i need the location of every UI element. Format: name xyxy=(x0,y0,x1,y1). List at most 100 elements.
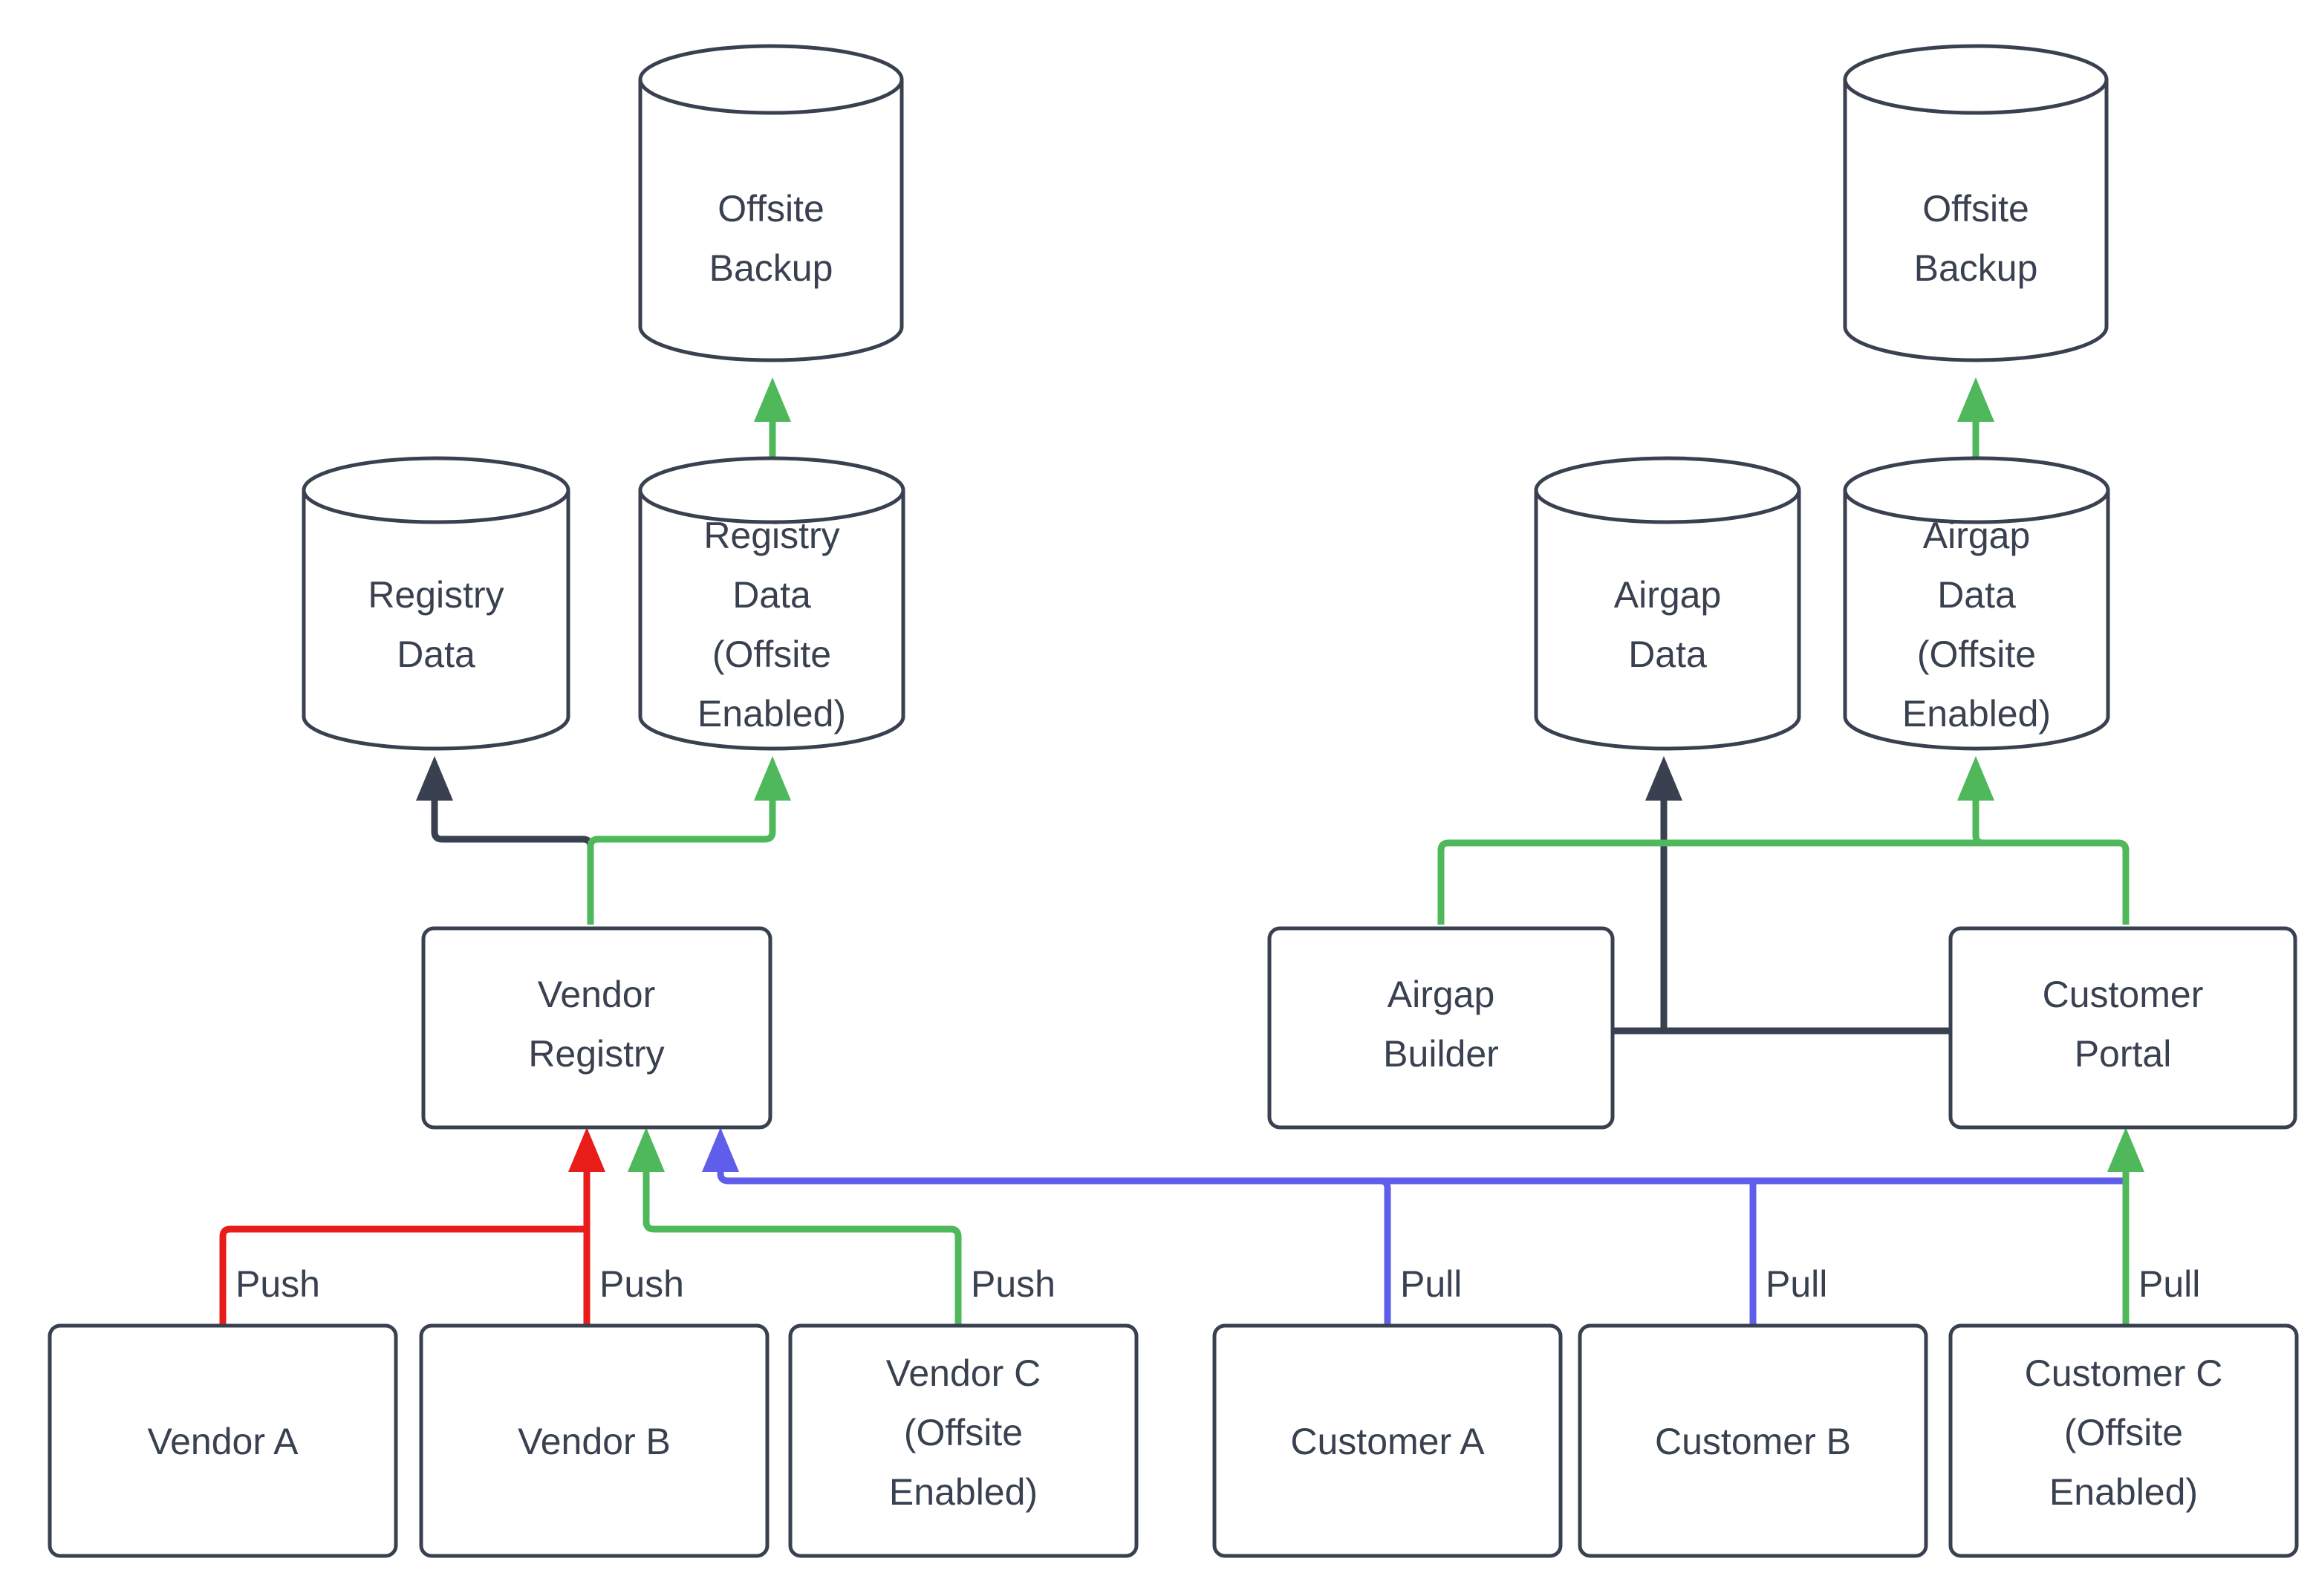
edge-label-vendor-c-push: Push xyxy=(971,1263,1055,1305)
node-customer-a[interactable]: Customer A xyxy=(1212,1323,1563,1558)
arrowhead-vendor-c xyxy=(628,1127,665,1172)
offsite-backup-right-top xyxy=(1843,44,2109,115)
edge-airgap-builder-to-airgap-data-offsite xyxy=(1437,839,1983,925)
offsite-backup-left-body xyxy=(638,77,904,362)
node-airgap-builder[interactable]: Airgap Builder xyxy=(1267,926,1615,1130)
edge-path-airgap-offsite-right xyxy=(1972,787,2130,925)
airgap-data-offsite-label-2: Data xyxy=(1937,574,2016,616)
registry-data-label-1: Registry xyxy=(368,574,504,616)
edge-path-vendor-c xyxy=(642,1159,962,1326)
edge-customer-portal-to-airgap-data xyxy=(1645,756,1682,1031)
vendor-c-label-2: (Offsite xyxy=(904,1412,1023,1453)
edge-path-registry-data xyxy=(431,787,594,925)
node-airgap-data-offsite[interactable]: Airgap Data (Offsite Enabled) xyxy=(1843,456,2110,751)
node-vendor-registry[interactable]: Vendor Registry xyxy=(421,926,772,1130)
edge-customer-b-to-vendor-registry xyxy=(728,1177,1757,1326)
edge-path-customer-b xyxy=(728,1177,1757,1326)
node-registry-data[interactable]: Registry Data xyxy=(302,456,570,751)
node-offsite-backup-right[interactable]: Offsite Backup xyxy=(1843,44,2109,362)
node-vendor-c[interactable]: Vendor C (Offsite Enabled) xyxy=(788,1323,1139,1558)
arrowhead-offsite-backup-right xyxy=(1957,377,1994,422)
vendor-a-box xyxy=(48,1323,398,1558)
customer-c-label-1: Customer C xyxy=(2025,1352,2223,1394)
customer-portal-box xyxy=(1948,926,2297,1130)
offsite-backup-left-label-1: Offsite xyxy=(718,188,824,229)
registry-data-offsite-label-4: Enabled) xyxy=(697,693,846,735)
vendor-b-label: Vendor B xyxy=(518,1421,671,1462)
edge-path-airgap-offsite-left xyxy=(1437,839,1983,925)
node-vendor-a[interactable]: Vendor A xyxy=(48,1323,398,1558)
offsite-backup-right-label-1: Offsite xyxy=(1922,188,2029,229)
customer-portal-label-2: Portal xyxy=(2075,1033,2172,1075)
vendor-c-box xyxy=(788,1323,1139,1558)
edge-label-customer-b-pull: Pull xyxy=(1766,1263,1827,1305)
edge-label-customer-a-pull: Pull xyxy=(1400,1263,1462,1305)
registry-data-top xyxy=(302,456,570,524)
customer-a-label: Customer A xyxy=(1290,1421,1485,1462)
node-registry-data-offsite[interactable]: Registry Data (Offsite Enabled) xyxy=(638,456,905,751)
arrowhead-registry-data xyxy=(416,756,453,801)
arrowhead-offsite-backup-left xyxy=(754,377,791,422)
customer-c-label-3: Enabled) xyxy=(2049,1471,2198,1513)
registry-data-body xyxy=(302,488,570,751)
arrowhead-vendor-a xyxy=(568,1127,605,1172)
arrowhead-customer-c xyxy=(2107,1127,2144,1172)
airgap-data-offsite-label-4: Enabled) xyxy=(1902,693,2051,735)
registry-data-offsite-label-1: Registry xyxy=(703,515,839,556)
offsite-backup-right-body xyxy=(1843,77,2109,362)
edge-customer-portal-to-airgap-data-offsite xyxy=(1957,756,2130,925)
edge-label-customer-c-pull: Pull xyxy=(2138,1263,2200,1305)
offsite-backup-right-label-2: Backup xyxy=(1914,247,2038,289)
edge-vendor-a-to-vendor-registry xyxy=(219,1127,605,1326)
node-customer-b[interactable]: Customer B xyxy=(1578,1323,1928,1558)
vendor-registry-box xyxy=(421,926,772,1130)
airgap-data-offsite-label-1: Airgap xyxy=(1923,515,2031,556)
node-customer-portal[interactable]: Customer Portal xyxy=(1948,926,2297,1130)
arrowhead-customer-a xyxy=(702,1127,739,1172)
arrowhead-registry-data-offsite xyxy=(754,756,791,801)
airgap-data-body xyxy=(1534,488,1801,751)
airgap-data-top xyxy=(1534,456,1801,524)
airgap-builder-label-1: Airgap xyxy=(1388,974,1495,1015)
arrowhead-airgap-data-offsite xyxy=(1957,756,1994,801)
registry-data-offsite-top xyxy=(638,456,905,524)
offsite-backup-left-label-2: Backup xyxy=(709,247,833,289)
vendor-registry-label-2: Registry xyxy=(528,1033,664,1075)
edge-label-vendor-b-push: Push xyxy=(599,1263,684,1305)
customer-b-label: Customer B xyxy=(1655,1421,1851,1462)
edge-vendor-c-to-vendor-registry xyxy=(628,1127,962,1326)
airgap-data-label-2: Data xyxy=(1628,633,1707,675)
node-airgap-data[interactable]: Airgap Data xyxy=(1534,456,1801,751)
airgap-builder-box xyxy=(1267,926,1615,1130)
node-vendor-b[interactable]: Vendor B xyxy=(419,1323,770,1558)
customer-b-box xyxy=(1578,1323,1928,1558)
customer-c-box xyxy=(1948,1323,2299,1558)
edge-path-registry-data-offsite xyxy=(587,787,776,925)
node-offsite-backup-left[interactable]: Offsite Backup xyxy=(638,44,904,362)
customer-c-label-2: (Offsite xyxy=(2064,1412,2183,1453)
vendor-registry-label-1: Vendor xyxy=(538,974,655,1015)
vendor-b-box xyxy=(419,1323,770,1558)
registry-data-offsite-body xyxy=(638,488,905,751)
edge-label-vendor-a-push: Push xyxy=(235,1263,320,1305)
offsite-backup-left-top xyxy=(638,44,904,115)
edge-customer-c-to-customer-portal xyxy=(2107,1127,2144,1326)
node-customer-c[interactable]: Customer C (Offsite Enabled) xyxy=(1948,1323,2299,1558)
arrowhead-airgap-data xyxy=(1645,756,1682,801)
vendor-c-label-3: Enabled) xyxy=(889,1471,1038,1513)
airgap-builder-label-2: Builder xyxy=(1383,1033,1499,1075)
vendor-a-label: Vendor A xyxy=(148,1421,299,1462)
edge-vendor-registry-to-registry-data xyxy=(416,756,594,925)
vendor-c-label-1: Vendor C xyxy=(886,1352,1041,1394)
registry-data-offsite-label-2: Data xyxy=(732,574,811,616)
airgap-data-label-1: Airgap xyxy=(1614,574,1722,616)
airgap-data-offsite-label-3: (Offsite xyxy=(1917,633,2036,675)
edge-vendor-registry-to-registry-data-offsite xyxy=(587,756,791,925)
customer-a-box xyxy=(1212,1323,1563,1558)
registry-data-label-2: Data xyxy=(397,633,475,675)
edge-path-vendor-a xyxy=(219,1159,591,1326)
registry-data-offsite-label-3: (Offsite xyxy=(712,633,831,675)
customer-portal-label-1: Customer xyxy=(2043,974,2204,1015)
